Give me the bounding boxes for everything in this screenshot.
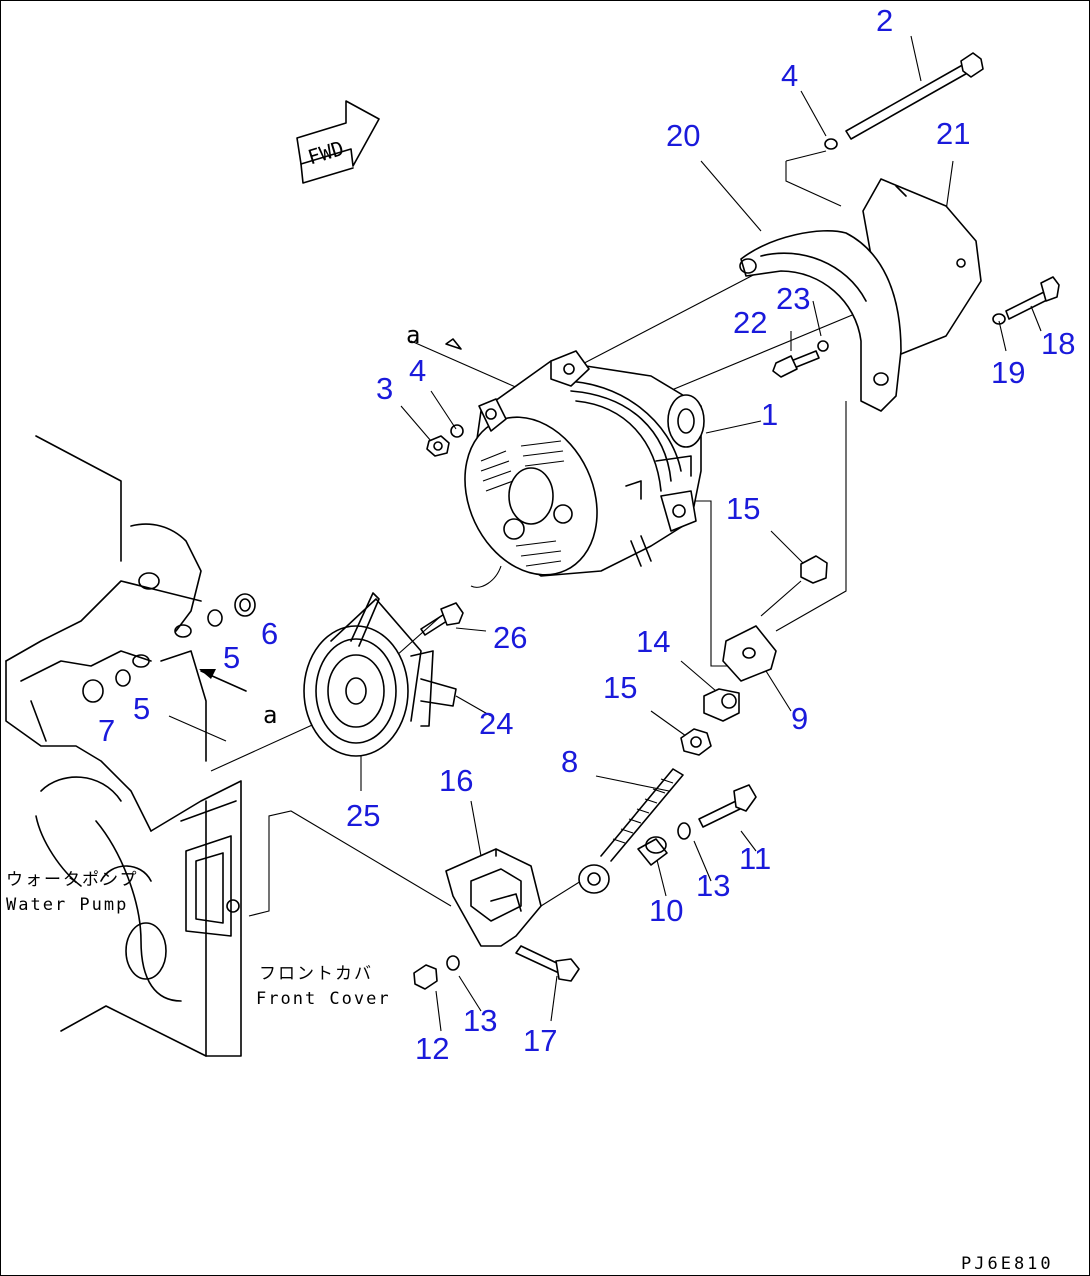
part-number-26: 26 <box>493 620 527 655</box>
part-number-18: 18 <box>1041 326 1075 361</box>
part-number-14: 14 <box>636 624 670 659</box>
part-number-21: 21 <box>936 116 970 151</box>
part-number-23: 23 <box>776 281 810 316</box>
part-number-4-top: 4 <box>781 58 798 93</box>
part-number-4-left: 4 <box>409 353 426 388</box>
part-number-labels: 1 2 3 4 4 5 5 6 7 8 9 10 11 12 13 13 14 … <box>98 3 1075 1066</box>
washer-13-right <box>677 822 691 840</box>
spacer-7 <box>82 679 104 703</box>
engine-front-cover <box>5 435 242 1057</box>
part-number-3: 3 <box>376 371 393 406</box>
washer-5-lower <box>115 669 131 687</box>
water-pump-label-en: Water Pump <box>6 895 128 915</box>
bracket-9 <box>722 625 777 682</box>
bolt-17 <box>515 945 580 982</box>
part-number-19: 19 <box>991 355 1025 390</box>
callout-front-cover: フロントカバ Front Cover <box>256 964 391 1009</box>
part-number-13-right: 13 <box>696 868 730 903</box>
part-number-10: 10 <box>649 893 683 928</box>
washer-13-left <box>446 955 460 971</box>
spacer-6 <box>234 593 256 617</box>
spacer-14 <box>703 688 740 722</box>
washer-19 <box>992 313 1006 325</box>
part-number-20: 20 <box>666 118 700 153</box>
part-number-2: 2 <box>876 3 893 38</box>
nut-15-upper <box>800 555 828 584</box>
part-number-9: 9 <box>791 701 808 736</box>
part-number-7: 7 <box>98 713 115 748</box>
part-number-5-upper: 5 <box>223 640 240 675</box>
cover-plate-20 <box>739 230 902 412</box>
washer-4-top <box>824 138 838 150</box>
nut-15-lower <box>680 728 712 756</box>
part-number-16: 16 <box>439 763 473 798</box>
part-number-15-upper: 15 <box>726 491 760 526</box>
nut-12 <box>413 964 438 990</box>
reference-arrow-a-upper: a <box>406 321 462 350</box>
part-number-22: 22 <box>733 305 767 340</box>
front-cover-label-jp: フロントカバ <box>259 964 373 984</box>
callout-water-pump: ウォータポンプ Water Pump <box>6 870 139 915</box>
part-number-1: 1 <box>761 397 778 432</box>
water-pump-label-jp: ウォータポンプ <box>6 870 139 890</box>
bolt-26 <box>420 602 464 636</box>
reference-arrow-a-lower: a <box>199 669 277 729</box>
part-number-24: 24 <box>479 706 513 741</box>
part-number-17: 17 <box>523 1023 557 1058</box>
v-belt-24 <box>350 592 457 727</box>
fwd-label: FWD <box>305 136 347 170</box>
nut-3 <box>426 435 450 457</box>
part-number-13-left: 13 <box>463 1003 497 1038</box>
alternator-1 <box>464 350 705 577</box>
part-number-8: 8 <box>561 744 578 779</box>
ref-a-lower: a <box>263 701 277 729</box>
bolt-22 <box>772 350 820 378</box>
washer-5-upper <box>207 609 223 627</box>
part-number-5-lower: 5 <box>133 691 150 726</box>
drawing-code: PJ6E810 <box>961 1254 1054 1274</box>
part-number-12: 12 <box>415 1031 449 1066</box>
ref-a-upper: a <box>406 321 420 349</box>
washer-4-left <box>450 424 464 438</box>
bolt-18 <box>1005 276 1060 320</box>
part-number-6: 6 <box>261 616 278 651</box>
pulley-25 <box>303 598 422 757</box>
bolt-11 <box>698 784 757 828</box>
forward-direction-arrow: FWD <box>296 100 380 184</box>
part-number-15-lower: 15 <box>603 670 637 705</box>
part-number-11: 11 <box>739 841 771 876</box>
adjusting-rod-8 <box>578 768 684 894</box>
front-cover-label-en: Front Cover <box>256 989 391 1009</box>
long-bolt-2 <box>845 52 984 140</box>
leader-lines <box>168 35 1042 1032</box>
part-number-25: 25 <box>346 798 380 833</box>
bracket-16 <box>445 848 542 947</box>
collar-10 <box>637 836 668 866</box>
washer-23 <box>817 340 829 352</box>
